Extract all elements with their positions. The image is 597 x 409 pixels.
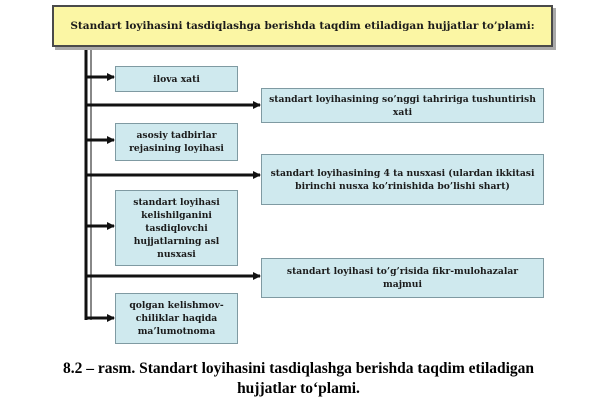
item-box-6: standart loyihasi to’g’risida fikr-muloh… xyxy=(261,258,544,298)
item-label-1: ilova xati xyxy=(153,73,200,85)
item-label-2: standart loyihasining so’nggi tahririga … xyxy=(269,93,536,118)
caption-line-2: hujjatlar to‘plami. xyxy=(237,380,360,397)
item-box-1: ilova xati xyxy=(115,66,238,92)
item-label-7: qolgan kelishmov-chiliklar haqida ma’lum… xyxy=(129,300,224,337)
item-box-2: standart loyihasining so’nggi tahririga … xyxy=(261,88,544,123)
item-label-5: standart loyihasi kelishilganini tasdiql… xyxy=(133,196,220,260)
item-box-7: qolgan kelishmov-chiliklar haqida ma’lum… xyxy=(115,293,238,344)
item-box-4: standart loyihasining 4 ta nusxasi (ular… xyxy=(261,154,544,205)
diagram-title-box: Standart loyihasini tasdiqlashga berishd… xyxy=(52,5,553,47)
item-box-3: asosiy tadbirlar rejasining loyihasi xyxy=(115,123,238,161)
item-box-5: standart loyihasi kelishilganini tasdiql… xyxy=(115,190,238,266)
item-label-3: asosiy tadbirlar rejasining loyihasi xyxy=(129,130,224,154)
diagram-title: Standart loyihasini tasdiqlashga berishd… xyxy=(70,20,535,32)
item-label-4: standart loyihasining 4 ta nusxasi (ular… xyxy=(270,167,535,192)
item-label-6: standart loyihasi to’g’risida fikr-muloh… xyxy=(286,266,519,290)
figure-caption: 8.2 – rasm. Standart loyihasini tasdiqla… xyxy=(0,359,597,399)
caption-line-1: 8.2 – rasm. Standart loyihasini tasdiqla… xyxy=(62,360,535,377)
